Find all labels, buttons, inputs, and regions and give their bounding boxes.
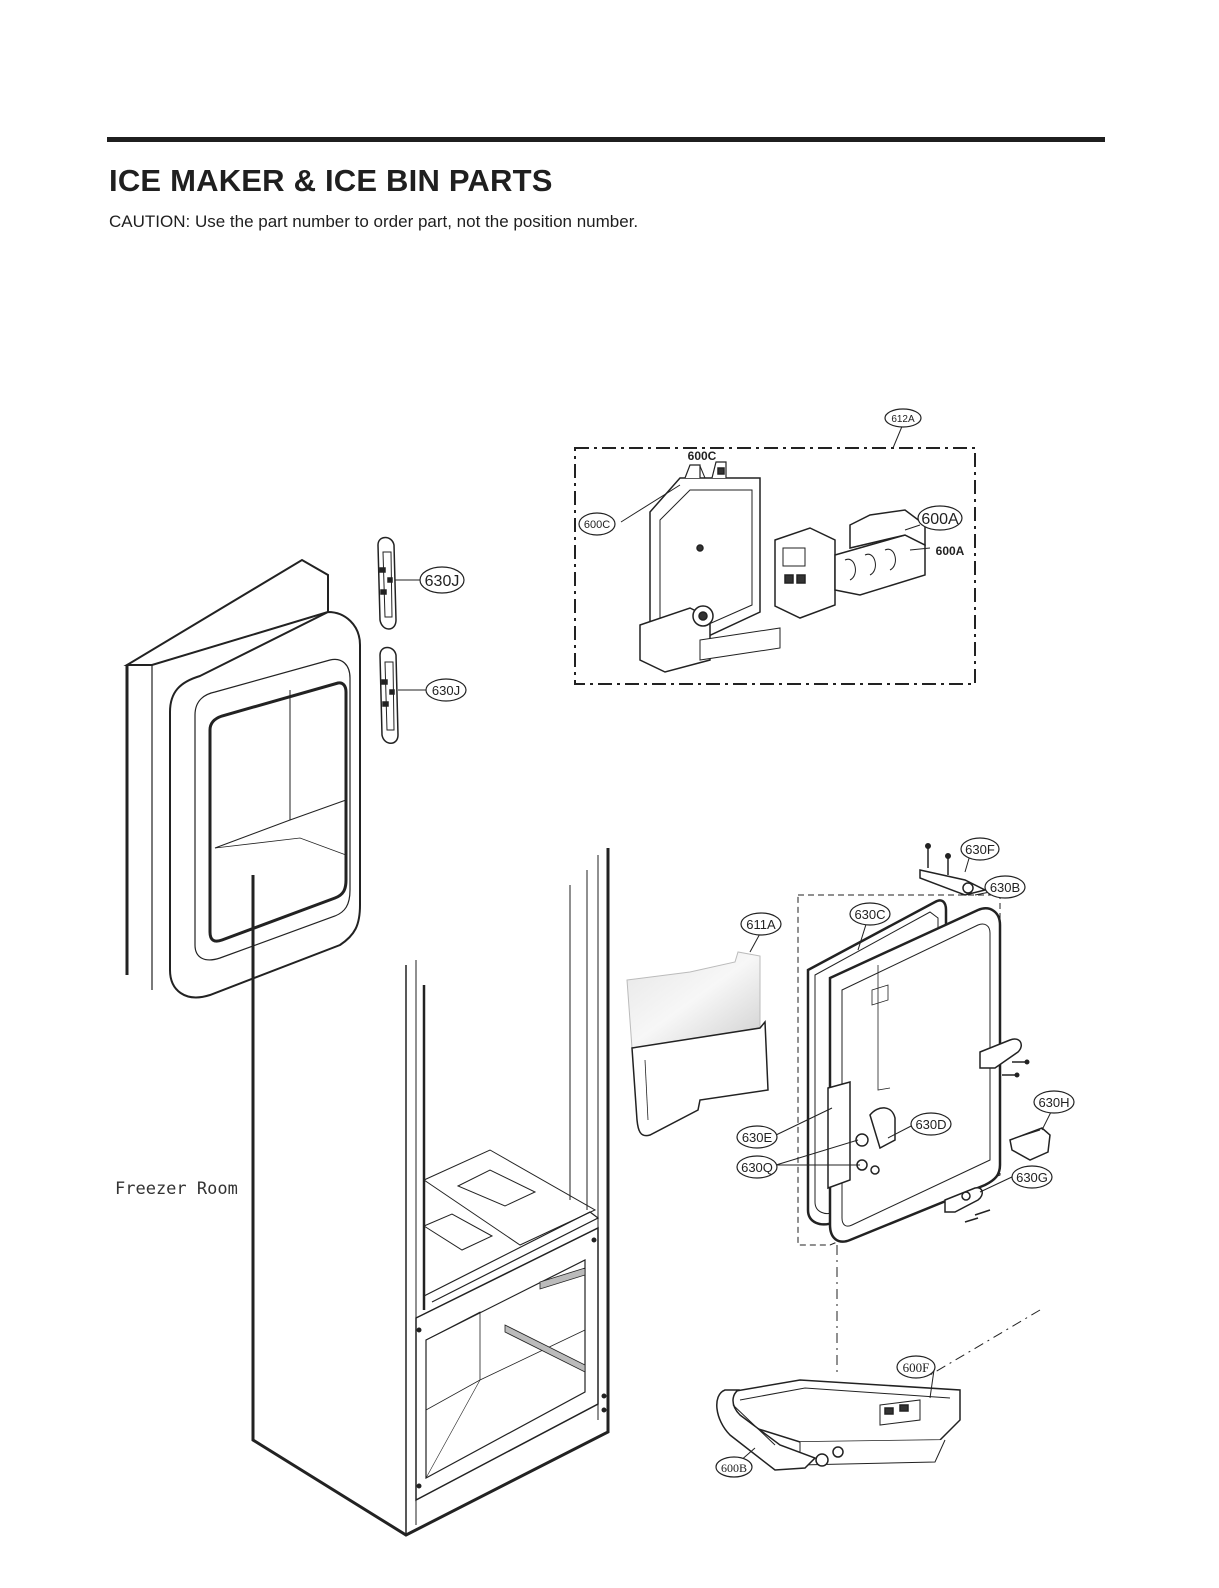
callout-630b: 630B [990, 880, 1020, 895]
callout-600b: 600B [721, 1461, 747, 1475]
callout-612a: 612A [891, 414, 915, 425]
icebin-door-assembly [797, 843, 1051, 1376]
callout-630h: 630H [1038, 1095, 1069, 1110]
callout-bubbles [419, 408, 1075, 1478]
callout-630c: 630C [854, 907, 885, 922]
callout-630q: 630Q [741, 1160, 773, 1175]
icemaker-tray [716, 1379, 961, 1471]
callout-600c: 600C [584, 519, 610, 531]
callout-600c-bold: 600C [688, 449, 717, 463]
caution-note: CAUTION: Use the part number to order pa… [109, 212, 639, 231]
freezer-room-label: Freezer Room [115, 1179, 238, 1199]
page-title: ICE MAKER & ICE BIN PARTS [109, 163, 553, 198]
cap-630j-bottom [379, 646, 428, 744]
callout-630f: 630F [965, 842, 995, 857]
icemaker-assembly-box [574, 423, 976, 685]
cap-630j-top [377, 536, 425, 630]
top-rule [107, 137, 1105, 142]
freezer-door [123, 558, 361, 999]
callout-630e: 630E [742, 1130, 773, 1145]
icemaker-unit [639, 461, 926, 673]
callout-600a-bold: 600A [936, 544, 965, 558]
callout-600a: 600A [921, 511, 959, 528]
callout-611a: 611A [746, 917, 776, 932]
freezer-cabinet [251, 848, 610, 1537]
callout-600f: 600F [903, 1360, 930, 1375]
callout-630g: 630G [1016, 1170, 1048, 1185]
callout-630j-bottom: 630J [432, 683, 460, 698]
shelf-611a [626, 951, 769, 1137]
callout-630d: 630D [915, 1117, 946, 1132]
callout-630j-top: 630J [425, 573, 460, 590]
